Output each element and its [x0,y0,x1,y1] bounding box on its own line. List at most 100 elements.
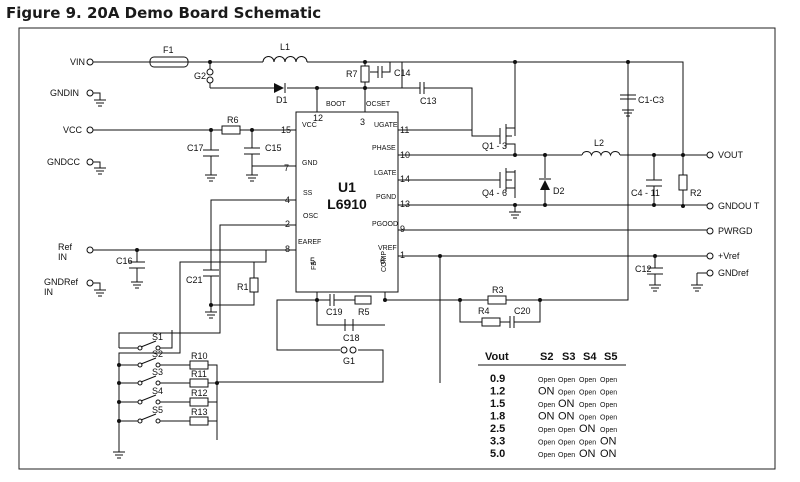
label-r7: R7 [346,69,358,79]
terminal-vin [86,58,94,66]
table-cell-s2: Open [538,427,555,434]
table-cell-s5: Open [600,427,617,434]
capacitor-c16 [129,261,145,289]
ground-icon [94,167,106,175]
resistor-r6 [221,125,241,135]
pin-label-vcc: VCC [302,122,317,129]
port-pwrgd: PWRGD [718,226,753,236]
terminal-pwrgd [706,227,714,235]
table-cell-s5: Open [600,415,617,422]
switch-s5-lever [140,413,157,421]
table-header-s3: S3 [562,351,575,363]
jumper-g1-a [340,346,348,354]
label-l1: L1 [280,42,290,52]
table-cell-s4: ON [579,448,596,460]
terminal-vcc [86,126,94,134]
label-c21: C21 [186,275,203,285]
terminal-vref-out [706,252,714,260]
pin-label-phase: PHASE [372,145,396,152]
label-c4: C4 - 11 [631,188,660,198]
label-s4: S4 [152,386,163,396]
pin-num-3: 3 [360,117,365,127]
ss-osc-network [118,199,296,440]
pin-label-earef: EAREF [298,239,321,246]
ic-u1: U1 L6910 VCC GND SS OSC EAREF BOOT OCSET… [281,101,410,293]
switch-s3-lever [140,375,157,383]
pin-num-12: 12 [313,113,323,123]
table-cell-s3: ON [558,398,575,410]
resistor-r12 [189,397,209,407]
port-ref-in-line2: IN [58,252,67,262]
power-stage [398,120,707,383]
label-s5: S5 [152,405,163,415]
resistor-r1 [249,277,259,293]
port-gndin: GNDIN [50,88,79,98]
figure-border [18,27,776,470]
table-cell-s2: Open [538,402,555,409]
diode-d1 [274,83,284,93]
table-header-s2: S2 [540,351,553,363]
pin-label-vref: VREF [378,245,397,252]
pin-num-14: 14 [400,174,410,184]
table-cell-s2: Open [538,440,555,447]
vcc-network [93,129,296,175]
junction [117,400,121,404]
ports-right: VOUT GNDOU T PWRGD +Vref GNDref [706,150,760,278]
capacitor-c20 [509,316,530,328]
capacitor-c13 [402,82,473,130]
ic-body [295,111,399,293]
pin-label-pgnd: PGND [376,194,396,201]
junction [208,60,212,64]
pin-label-pgood: PGOOD [372,221,398,228]
table-cell-s4: Open [579,415,596,422]
ports-left: VIN GNDIN VCC GNDCC Ref IN GNDRef IN [44,57,94,297]
label-c19: C19 [326,307,343,317]
jumper-g2-b [206,76,214,84]
junction [135,248,139,252]
junction [681,204,685,208]
inductor-l2 [581,151,621,157]
junction [117,381,121,385]
capacitor-c12 [647,267,663,292]
table-cell-vout: 2.5 [490,423,505,435]
jumper-g2-a [206,68,214,76]
switch-s1-lever [140,340,157,348]
label-s2: S2 [152,349,163,359]
label-s1: S1 [152,332,163,342]
label-g2: G2 [194,71,206,81]
label-q1: Q1 - 3 [482,141,507,151]
label-q4: Q4 - 6 [482,188,507,198]
r1-wire [211,262,255,306]
junction [458,298,462,302]
inductor-l1 [262,56,308,63]
table-cell-s3: Open [558,427,575,434]
junctions [117,60,685,423]
switch-s2-b [155,362,161,368]
junction [538,298,542,302]
table-cell-s4: Open [579,440,596,447]
table-cell-s3: Open [558,377,575,384]
table-cell-s5: Open [600,390,617,397]
port-ref-in-line1: Ref [58,242,73,252]
port-gndcc: GNDCC [47,157,80,167]
capacitor-c4-11 [646,179,662,187]
junction [209,128,213,132]
label-r6: R6 [227,115,239,125]
pin-label-lgate: LGATE [374,170,397,177]
table-header-s5: S5 [604,351,617,363]
pin-label-ugate: UGATE [374,122,398,129]
table-cell-vout: 1.2 [490,386,505,398]
table-cell-vout: 0.9 [490,373,505,385]
label-c16: C16 [116,256,133,266]
terminal-gndin [86,89,94,97]
label-r12: R12 [191,388,208,398]
switch-s4-b [155,399,161,405]
ic-part: L6910 [327,196,367,212]
switch-s1-b [155,345,161,351]
table-cell-s2: Open [538,452,555,459]
port-vin: VIN [70,57,85,67]
label-c14: C14 [394,68,411,78]
